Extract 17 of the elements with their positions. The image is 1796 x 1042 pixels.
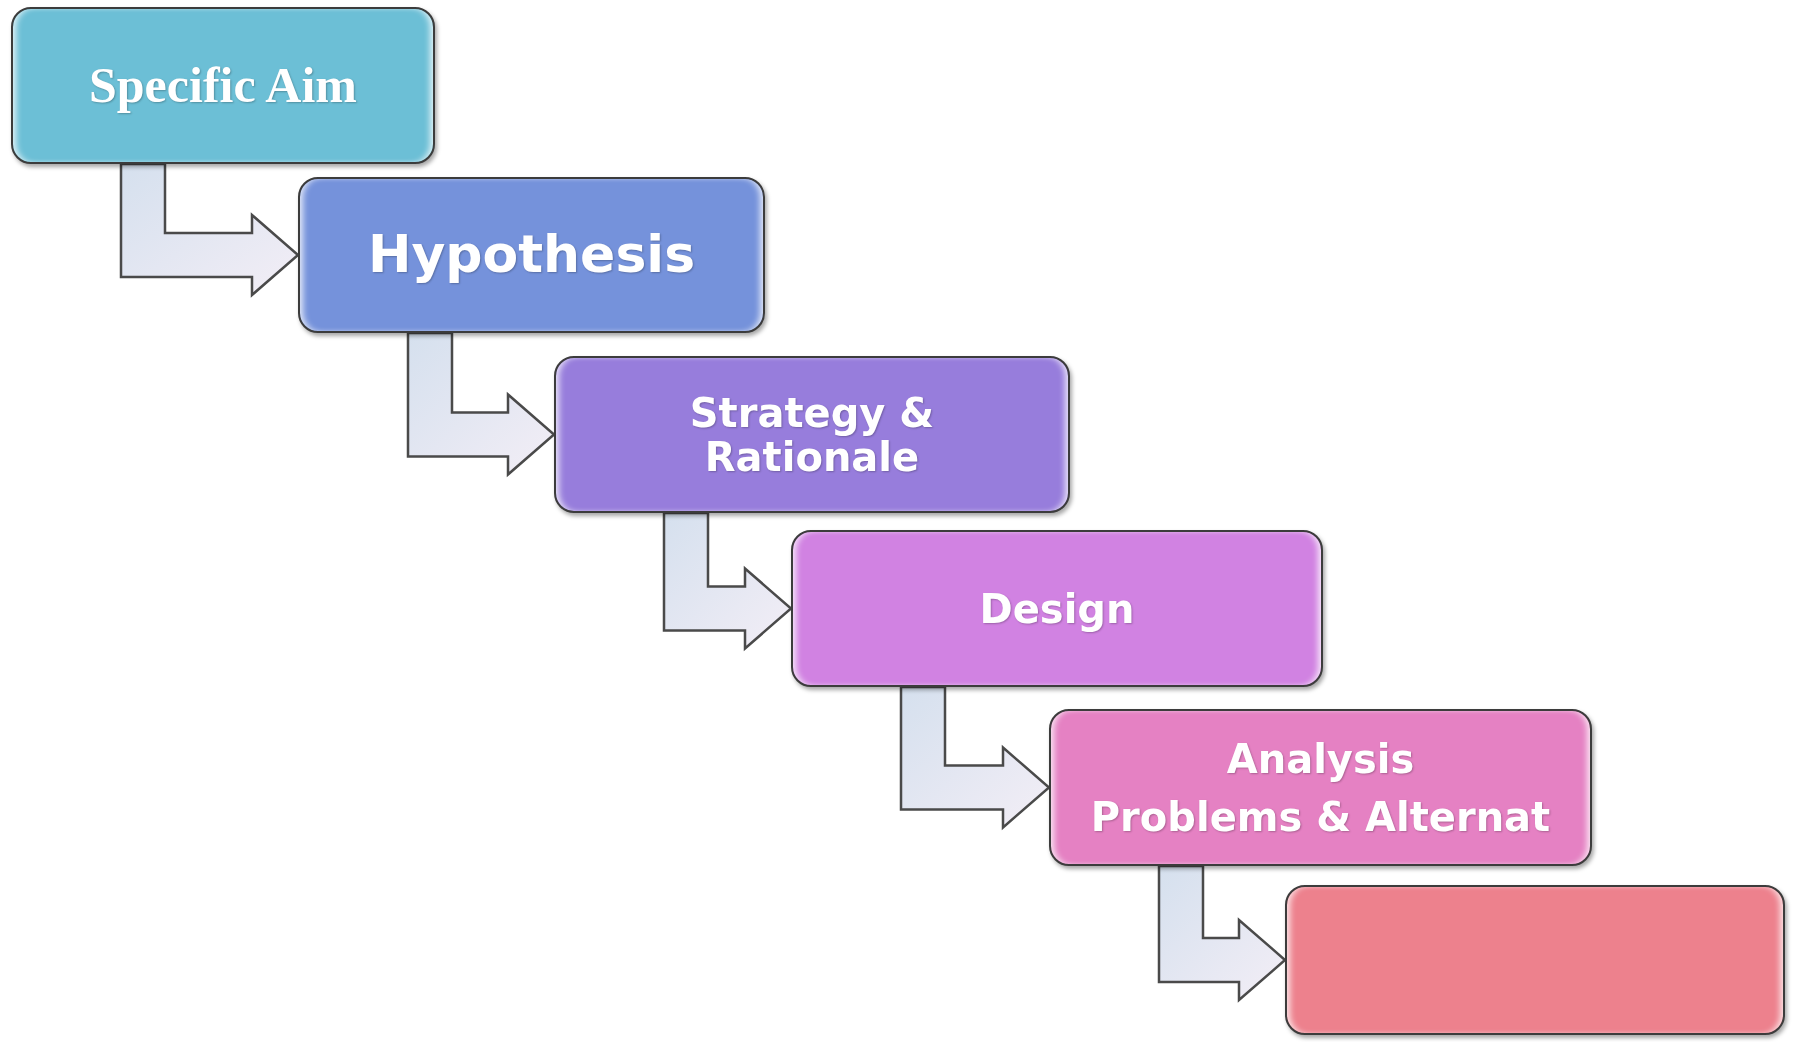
step-label: Analysis [1226,736,1415,781]
empty-box [1285,885,1785,1035]
bent-arrow [1157,864,1287,1003]
bent-arrow [119,162,300,298]
step-label: Design [979,586,1135,631]
process-box [791,530,1323,687]
step-label: Strategy & Rationale [688,390,936,479]
process-box [554,356,1070,513]
step-label: Specific Aim [89,58,357,113]
step-label: Problems & Alternat [1090,794,1551,839]
bent-arrow [662,511,793,652]
step-label: Hypothesis [367,226,696,284]
bent-arrow [406,331,556,478]
process-box [298,177,765,333]
bent-arrow [899,685,1051,831]
process-box [1049,709,1592,866]
process-box [11,7,435,164]
